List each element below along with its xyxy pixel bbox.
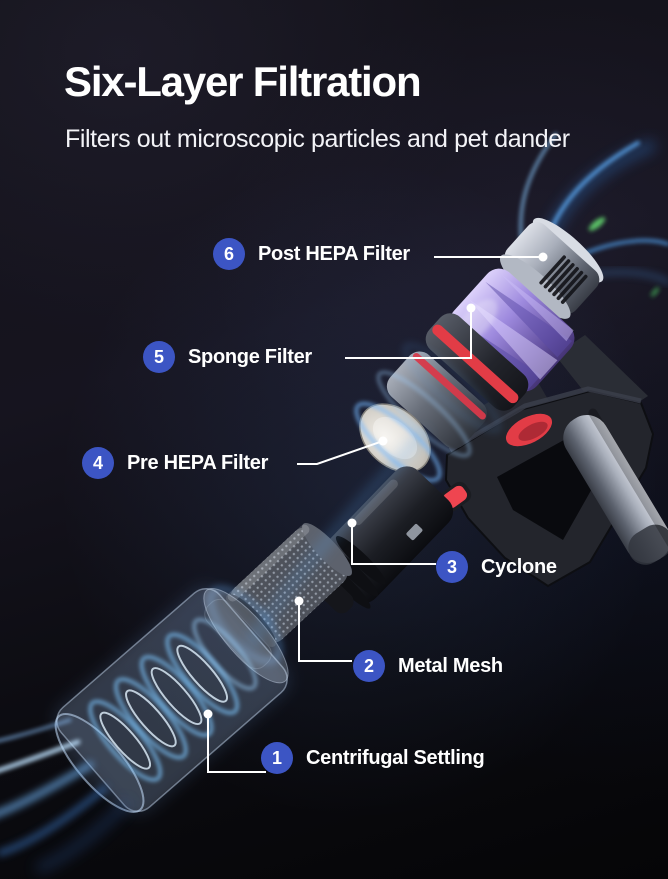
line-pre-hepa — [297, 440, 384, 465]
body-glow-rings — [354, 344, 501, 482]
trigger-red — [505, 413, 553, 447]
callout-label-metal-mesh: Metal Mesh — [398, 654, 503, 677]
green-dust-particles — [588, 217, 660, 297]
line-centrifugal — [207, 714, 266, 773]
callout-cyclone: 3 Cyclone — [436, 551, 557, 583]
callout-label-pre-hepa: Pre HEPA Filter — [127, 451, 269, 474]
callout-centrifugal-settling: 1 Centrifugal Settling — [261, 742, 485, 774]
line-cyclone — [351, 523, 436, 565]
exhaust-vents — [539, 255, 588, 304]
post-hepa-cap — [499, 217, 604, 319]
line-sponge — [345, 308, 472, 359]
step-badge-1: 1 — [261, 742, 293, 774]
step-badge-6: 6 — [213, 238, 245, 270]
body-side-glow — [247, 430, 428, 647]
callout-metal-mesh: 2 Metal Mesh — [353, 650, 503, 682]
step-badge-2: 2 — [353, 650, 385, 682]
callout-sponge-filter: 5 Sponge Filter — [143, 341, 312, 373]
page-title: Six-Layer Filtration — [64, 58, 422, 105]
callout-label-post-hepa: Post HEPA Filter — [258, 242, 410, 265]
dust-bin-centrifugal — [52, 584, 292, 816]
header: Six-Layer Filtration Filters out microsc… — [64, 58, 624, 154]
step-badge-4: 4 — [82, 447, 114, 479]
callout-label-centrifugal: Centrifugal Settling — [306, 746, 485, 769]
callout-lines — [207, 256, 543, 773]
callout-label-cyclone: Cyclone — [481, 555, 557, 578]
callout-dots — [203, 252, 548, 719]
line-metal-mesh — [298, 601, 352, 662]
intake-airflow-streaks — [0, 718, 129, 872]
callout-label-sponge: Sponge Filter — [188, 345, 312, 368]
step-badge-3: 3 — [436, 551, 468, 583]
swirl-rings — [88, 618, 257, 782]
step-badge-5: 5 — [143, 341, 175, 373]
page-subtitle: Filters out microscopic particles and pe… — [65, 125, 570, 153]
red-ring-band — [425, 313, 529, 411]
battery-bar — [563, 408, 668, 565]
mid-body-section — [386, 351, 488, 449]
callout-post-hepa-filter: 6 Post HEPA Filter — [213, 238, 410, 270]
callout-pre-hepa-filter: 4 Pre HEPA Filter — [82, 447, 268, 479]
